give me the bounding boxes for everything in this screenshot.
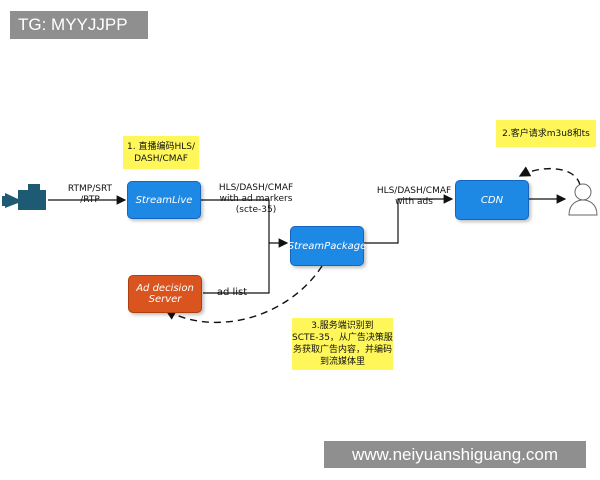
note-client-request-text: 2.客户请求m3u8和ts xyxy=(502,128,590,139)
node-ad-decision-server: Ad decision Server xyxy=(128,275,202,313)
note-scte35: 3.服务端识别到 SCTE-35，从广告决策服 务获取广告内容，并编码 到流媒体… xyxy=(292,318,393,370)
node-streampackage-label: StreamPackage xyxy=(287,240,367,252)
node-streamlive: StreamLive xyxy=(127,181,201,219)
label-ad-list: ad list xyxy=(216,287,248,298)
arrow-package-to-cdn xyxy=(362,194,454,244)
dashed-arrow-ad-request xyxy=(164,265,323,324)
note-live-encoding: 1. 直播编码HLS/ DASH/CMAF xyxy=(123,136,199,169)
line-ad-list xyxy=(203,243,270,294)
node-cdn-label: CDN xyxy=(480,194,504,206)
user-icon xyxy=(568,183,598,216)
label-hls-with-markers: HLS/DASH/CMAF with ad markers (scte-35) xyxy=(218,183,294,215)
label-hls-with-ads: HLS/DASH/CMAF with ads xyxy=(376,186,452,207)
watermark-url: www.neiyuanshiguang.com xyxy=(324,441,586,468)
note-client-request: 2.客户请求m3u8和ts xyxy=(496,120,596,147)
video-camera-icon xyxy=(2,184,46,210)
node-cdn: CDN xyxy=(455,180,529,220)
note-live-encoding-text: 1. 直播编码HLS/ DASH/CMAF xyxy=(127,141,195,164)
dashed-arrow-user-request xyxy=(518,166,581,186)
arrow-streamlive-to-package xyxy=(199,199,289,248)
node-ad-decision-label: Ad decision Server xyxy=(136,283,194,305)
tg-badge: TG: MYYJJPP xyxy=(10,11,148,39)
note-scte35-text: 3.服务端识别到 SCTE-35，从广告决策服 务获取广告内容，并编码 到流媒体… xyxy=(292,321,393,367)
node-streampackage: StreamPackage xyxy=(287,226,367,266)
label-rtmp-srt-rtp: RTMP/SRT /RTP xyxy=(67,184,113,205)
node-streamlive-label: StreamLive xyxy=(135,194,193,206)
